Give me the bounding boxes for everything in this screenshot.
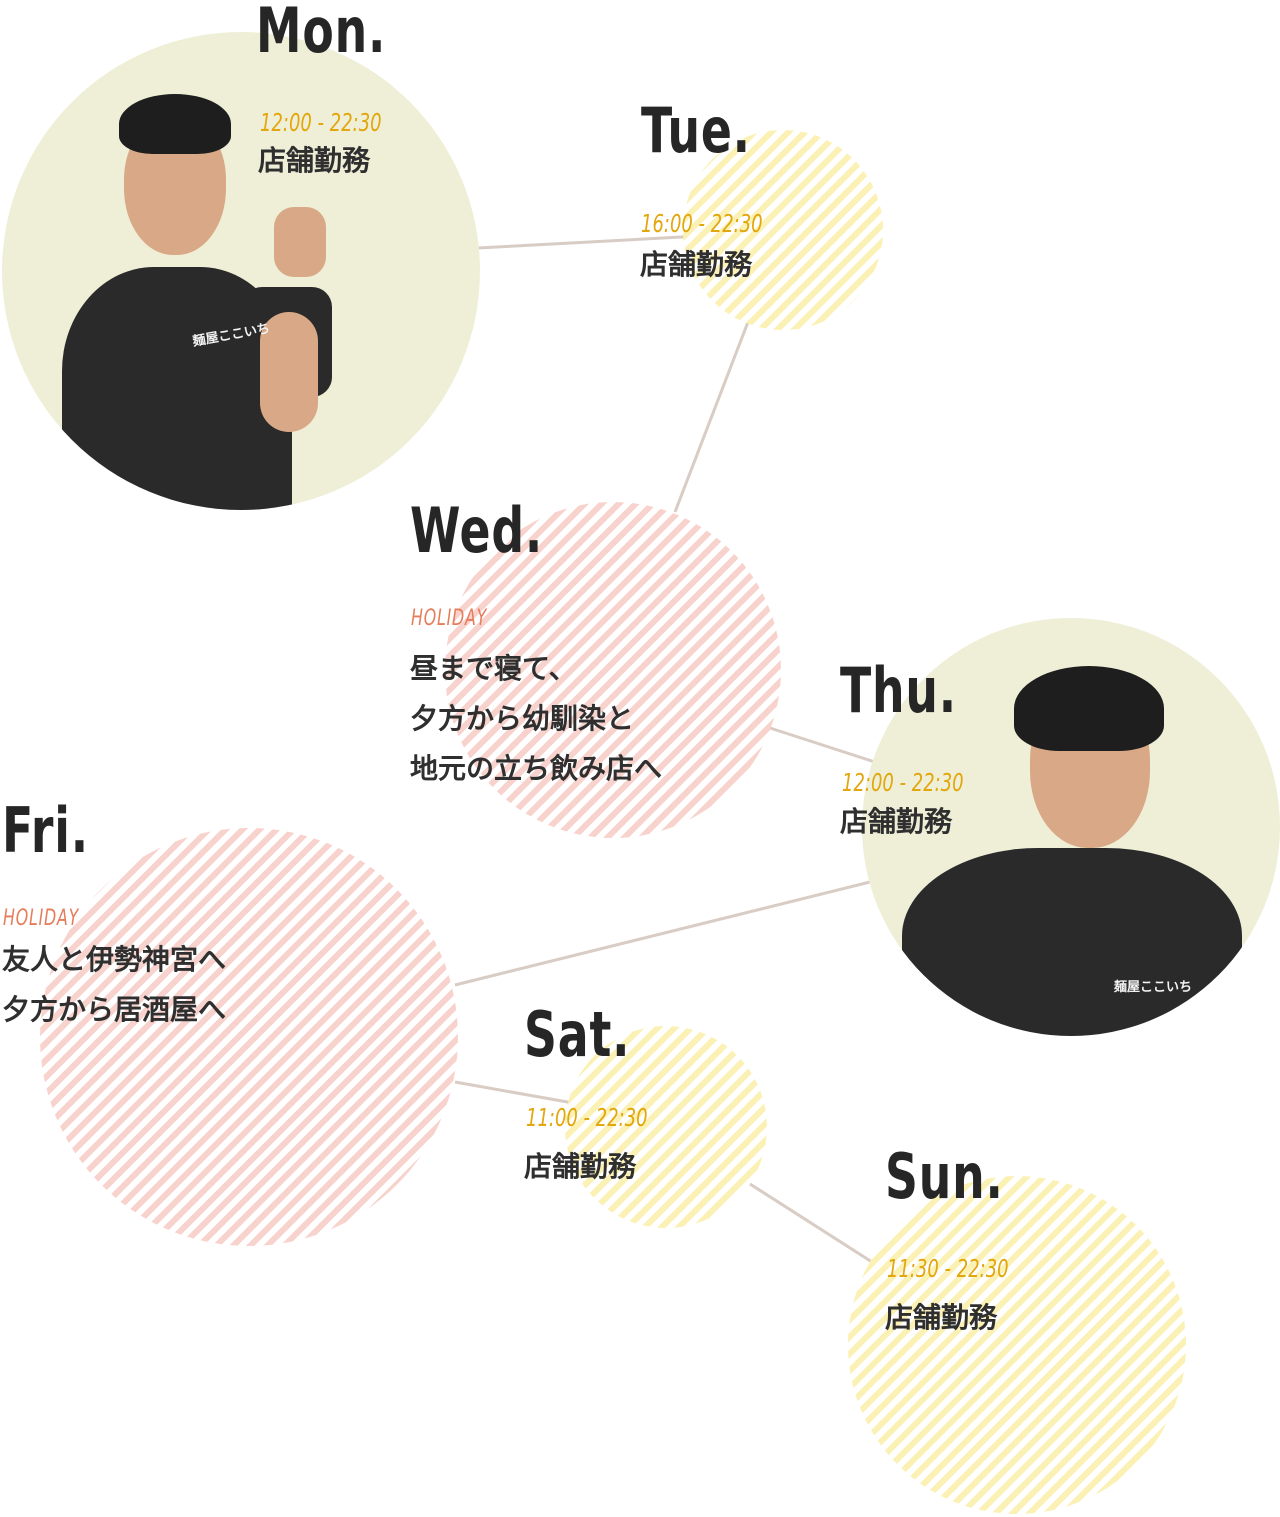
desc-thu: 店舗勤務 <box>840 805 953 838</box>
tue-circle <box>683 130 883 330</box>
desc-tue: 店舗勤務 <box>640 248 753 281</box>
sat-circle <box>565 1026 767 1228</box>
day-label-wed: Wed. <box>410 494 544 567</box>
fri-circle <box>40 828 458 1246</box>
link-sat-sun <box>749 1182 873 1264</box>
day-label-mon: Mon. <box>256 0 387 67</box>
desc-fri-line-1: 友人と伊勢神宮へ <box>2 943 227 976</box>
staff-photo-mon: 麺屋ここいち <box>2 32 480 510</box>
holiday-tag-wed: HOLIDAY <box>411 606 488 631</box>
sun-circle <box>848 1176 1186 1514</box>
wed-circle <box>445 502 781 838</box>
link-mon-tue <box>477 234 701 250</box>
desc-sun: 店舗勤務 <box>885 1301 998 1334</box>
time-sun: 11:30 - 22:30 <box>887 1254 1009 1283</box>
desc-wed-line-2: 夕方から幼馴染と <box>410 702 635 735</box>
day-label-fri: Fri. <box>2 794 89 867</box>
desc-sat: 店舗勤務 <box>524 1150 637 1183</box>
time-mon: 12:00 - 22:30 <box>260 108 382 137</box>
desc-mon: 店舗勤務 <box>258 144 371 177</box>
time-sat: 11:00 - 22:30 <box>526 1103 648 1132</box>
day-label-sat: Sat. <box>524 998 631 1071</box>
staff-photo-thu: 麺屋ここいち <box>862 618 1280 1036</box>
link-wed-thu <box>769 726 876 764</box>
mon-photo-circle: 麺屋ここいち <box>2 32 480 510</box>
day-label-thu: Thu. <box>840 654 958 727</box>
desc-wed-line-3: 地元の立ち飲み店へ <box>410 752 663 785</box>
day-label-sun: Sun. <box>885 1140 1004 1213</box>
thu-photo-circle: 麺屋ここいち <box>862 618 1280 1036</box>
holiday-tag-fri: HOLIDAY <box>3 906 80 931</box>
time-thu: 12:00 - 22:30 <box>842 768 964 797</box>
desc-wed-line-1: 昼まで寝て、 <box>410 652 577 685</box>
day-label-tue: Tue. <box>641 94 751 167</box>
link-thu-fri <box>454 880 871 987</box>
link-tue-wed <box>673 321 750 513</box>
desc-fri-line-2: 夕方から居酒屋へ <box>2 993 227 1026</box>
time-tue: 16:00 - 22:30 <box>641 209 763 238</box>
shirt-logo: 麺屋ここいち <box>1114 980 1193 995</box>
